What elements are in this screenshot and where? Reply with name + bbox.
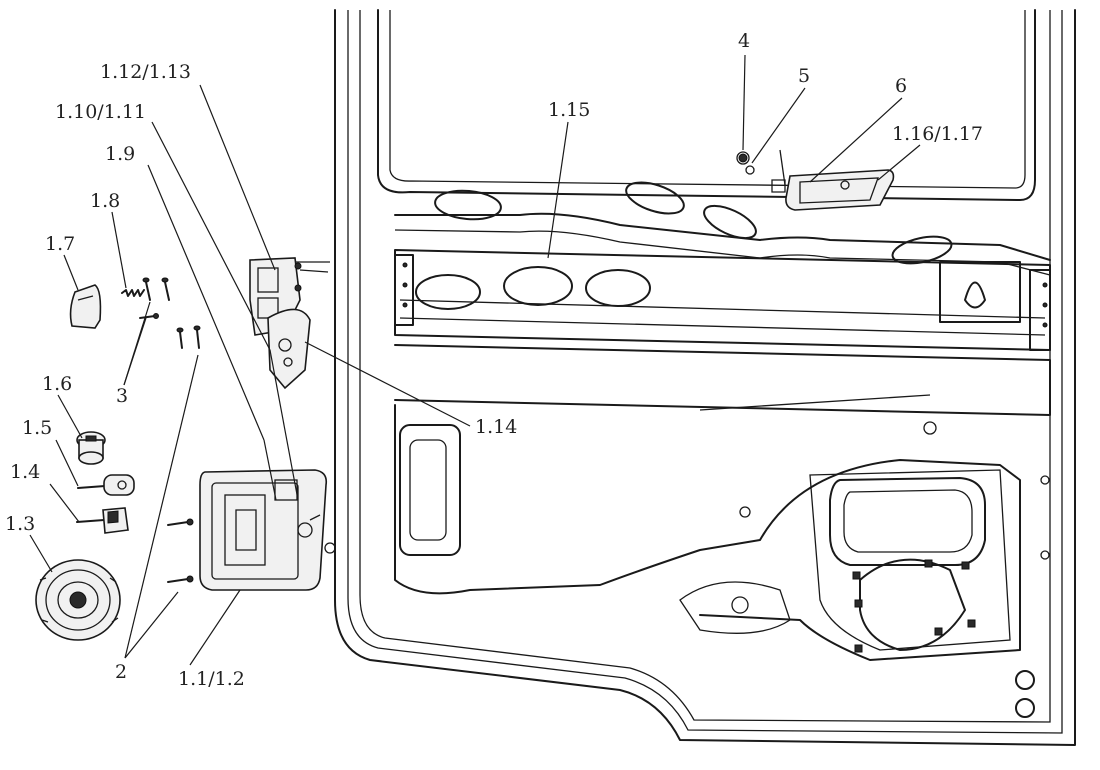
label-6: 6 — [895, 75, 907, 97]
label-5: 5 — [798, 65, 810, 87]
label-2: 2 — [115, 661, 127, 683]
label-1-5: 1.5 — [22, 417, 52, 439]
label-1-6: 1.6 — [42, 373, 72, 395]
cover-part — [69, 284, 102, 329]
screws-2 — [167, 325, 201, 583]
fuel-cap — [35, 559, 121, 641]
label-1-15: 1.15 — [548, 99, 590, 121]
label-1-14: 1.14 — [475, 416, 517, 438]
lock-cylinder — [76, 431, 106, 465]
label-1-7: 1.7 — [45, 233, 75, 255]
label-1-12-1-13: 1.12/1.13 — [100, 61, 191, 83]
label-1-10-1-11: 1.10/1.11 — [55, 101, 146, 123]
label-1-16-1-17: 1.16/1.17 — [892, 123, 983, 145]
label-1-1-1-2: 1.1/1.2 — [178, 668, 245, 690]
leader-lines — [29, 54, 921, 666]
label-1-9: 1.9 — [105, 143, 135, 165]
label-1-8: 1.8 — [90, 190, 120, 212]
part-labels: 1.12/1.13 1.10/1.11 1.9 1.8 1.7 3 1.6 1.… — [5, 30, 983, 690]
key-1-4 — [76, 507, 129, 534]
screws-3 — [139, 277, 170, 319]
label-3: 3 — [116, 385, 128, 407]
door-panel — [334, 9, 1076, 746]
door-lock-mechanism — [249, 257, 330, 390]
label-1-3: 1.3 — [5, 513, 35, 535]
inner-handle-assembly — [736, 149, 895, 211]
label-4: 4 — [738, 30, 750, 52]
label-1-4: 1.4 — [10, 461, 40, 483]
spring — [121, 289, 145, 297]
exterior-handle — [199, 469, 336, 591]
key-1-5 — [77, 474, 135, 496]
